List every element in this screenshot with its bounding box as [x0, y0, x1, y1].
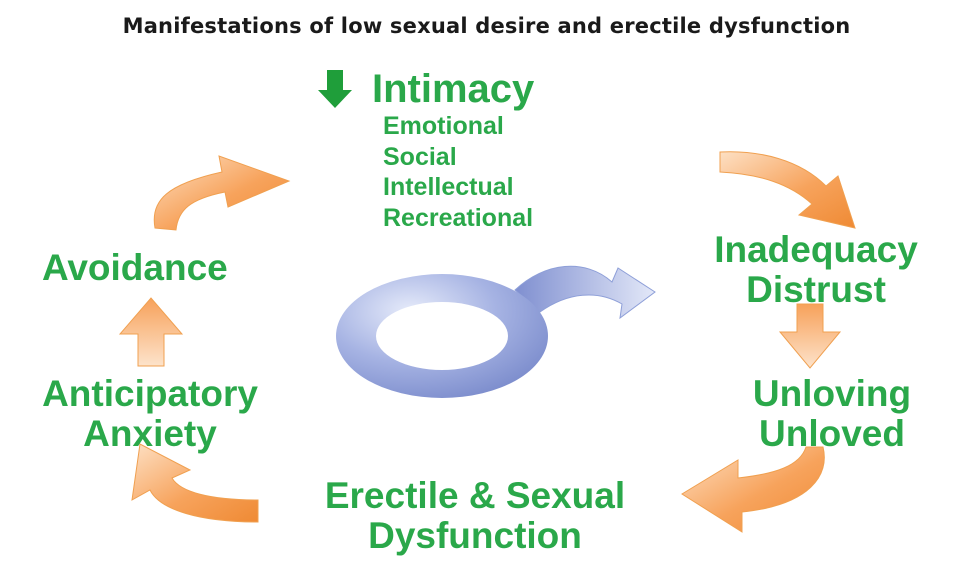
male-symbol-icon	[336, 265, 656, 398]
intimacy-item: Intellectual	[383, 173, 514, 201]
diagram-title: Manifestations of low sexual desire and …	[122, 14, 851, 38]
node-erectile-dysfunction: Erectile & Sexual Dysfunction	[290, 476, 660, 556]
curved-arrow-bottom-right	[681, 446, 825, 533]
node-intimacy: Intimacy	[372, 67, 535, 111]
intimacy-label: Intimacy	[372, 67, 535, 111]
node-unloving-unloved: Unloving Unloved	[732, 374, 932, 454]
node-line: Unloving	[752, 373, 912, 414]
down-arrow-icon	[318, 70, 352, 108]
up-arrow-left	[118, 297, 184, 367]
node-line: Unloved	[759, 412, 905, 454]
node-line: Anticipatory	[42, 373, 258, 414]
node-line: Distrust	[746, 268, 886, 310]
down-arrow-right	[778, 303, 842, 369]
intimacy-item: Emotional	[383, 112, 504, 140]
node-avoidance: Avoidance	[42, 247, 228, 288]
curved-arrow-bottom-left	[131, 443, 259, 523]
node-line: Inadequacy	[714, 229, 918, 270]
intimacy-item: Social	[383, 142, 457, 171]
node-line: Erectile & Sexual	[324, 475, 626, 516]
node-inadequacy-distrust: Inadequacy Distrust	[702, 230, 930, 310]
intimacy-subitems: Emotional Social Intellectual Recreation…	[383, 111, 533, 233]
node-anticipatory-anxiety: Anticipatory Anxiety	[30, 374, 270, 454]
node-line: Dysfunction	[368, 514, 582, 556]
curved-arrow-top-right	[719, 151, 856, 229]
intimacy-item: Recreational	[383, 203, 534, 232]
curved-arrow-top-left	[153, 155, 291, 231]
node-line: Anxiety	[83, 412, 217, 454]
